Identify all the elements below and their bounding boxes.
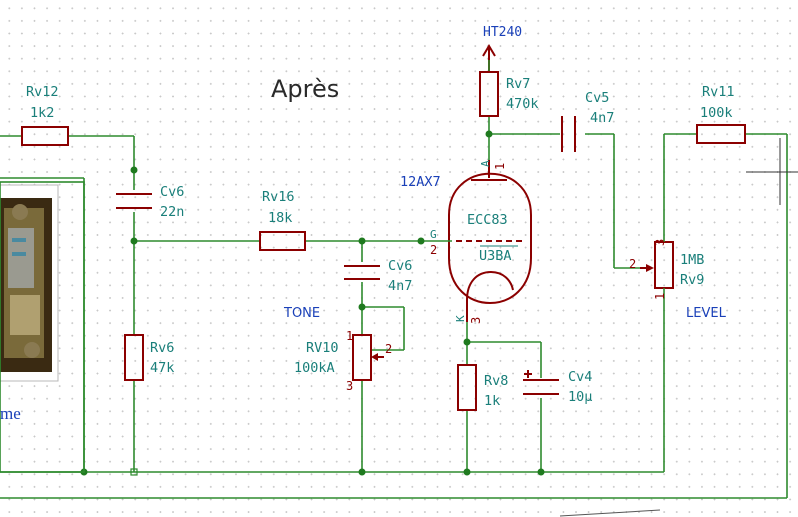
resistor-rv11: Rv11 100k	[696, 84, 746, 144]
cv6b-ref: Cv6	[388, 258, 412, 274]
ht-ref: HT240	[483, 25, 522, 40]
tube-type: ECC83	[467, 212, 508, 228]
rv8-ref: Rv8	[484, 373, 508, 389]
potentiometer-rv10: 1 2 3 RV10 100kA	[294, 329, 392, 393]
rv12-ref: Rv12	[26, 84, 59, 100]
rv12-value: 1k2	[30, 105, 54, 121]
rv9-pin1: 1	[653, 293, 667, 300]
rv8-value: 1k	[484, 393, 500, 409]
rv10-pin3: 3	[346, 379, 353, 393]
rv6-ref: Rv6	[150, 340, 174, 356]
tube-anode-name: A	[479, 160, 492, 167]
tube-grid-name: G	[430, 228, 437, 241]
tube-cathode-pin: 3	[469, 317, 483, 324]
resistor-rv8: Rv8 1k	[457, 364, 508, 411]
rv9-pin3: 3	[653, 239, 667, 246]
tone-label: TONE	[283, 306, 320, 321]
potentiometer-rv9: 3 2 1 1MB Rv9	[629, 232, 704, 300]
rv6-value: 47k	[150, 360, 174, 376]
rv9-value: 1MB	[680, 252, 704, 268]
rv10-value: 100kA	[294, 360, 335, 376]
stray-line	[559, 509, 661, 517]
rv9-ref: Rv9	[680, 272, 704, 288]
cv5-ref: Cv5	[585, 90, 609, 106]
capacitor-cv5: Cv5 4n7	[561, 90, 614, 152]
rv11-value: 100k	[700, 105, 733, 121]
capacitor-cv6-4n7: Cv6 4n7	[344, 258, 412, 294]
tube-ref: U3BA	[479, 248, 512, 264]
tube-ecc83: A 1 G 2 K 3 ECC83 U3BA 12AX7	[400, 160, 532, 324]
resistor-rv16: Rv16 18k	[259, 189, 306, 251]
rv10-ref: RV10	[306, 340, 339, 356]
photo-frame	[0, 184, 59, 382]
resistor-rv7: Rv7 470k	[479, 60, 539, 117]
rv10-pin1: 1	[346, 329, 353, 343]
rv9-pin2: 2	[629, 257, 636, 271]
capacitor-cv4: Cv4 10µ	[523, 369, 592, 405]
photo-border	[0, 181, 85, 473]
rv16-value: 18k	[268, 210, 292, 226]
tube-model: 12AX7	[400, 174, 441, 190]
tube-cathode-name: K	[454, 315, 467, 322]
tube-anode-pin: 1	[493, 163, 507, 170]
crosshair-cursor-icon	[746, 138, 798, 205]
cv4-value: 10µ	[568, 389, 592, 405]
cv6a-value: 22n	[160, 204, 184, 220]
resistor-rv12: Rv12 1k2	[21, 84, 69, 146]
cv5-value: 4n7	[590, 110, 614, 126]
resistor-rv6: Rv6 47k	[124, 334, 174, 381]
rv7-ref: Rv7	[506, 76, 530, 92]
capacitor-cv6-22n: Cv6 22n	[116, 184, 184, 220]
cv4-ref: Cv4	[568, 369, 592, 385]
tube-grid-pin: 2	[430, 243, 437, 257]
rv16-ref: Rv16	[262, 189, 295, 205]
rv10-pin2: 2	[385, 342, 392, 356]
rv11-ref: Rv11	[702, 84, 735, 100]
page-title: Après	[271, 75, 339, 103]
cv6b-value: 4n7	[388, 278, 412, 294]
wires	[0, 116, 788, 499]
cv6a-ref: Cv6	[160, 184, 184, 200]
rv7-value: 470k	[506, 96, 539, 112]
photo-caption: me	[0, 404, 21, 423]
level-label: LEVEL	[686, 306, 727, 321]
wire-junctions	[80, 130, 545, 476]
